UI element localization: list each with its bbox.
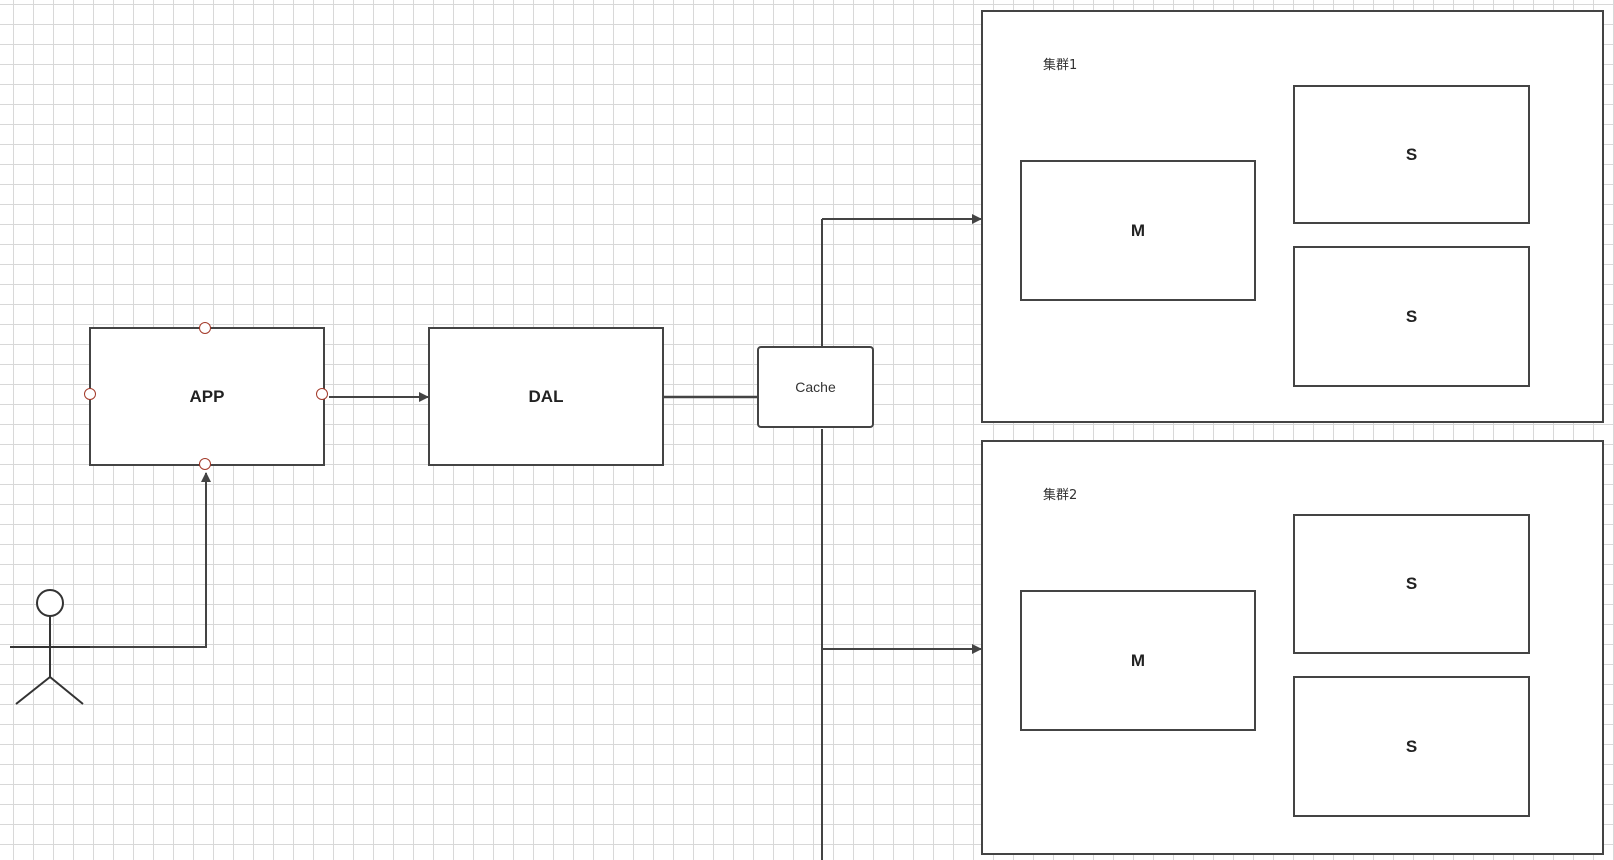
cluster-2-master-label: M [1130, 650, 1146, 670]
cluster-2-slave-1-label: S [1405, 574, 1418, 593]
cluster-1-master-label: M [1130, 220, 1146, 240]
app-label: APP [189, 386, 225, 406]
cluster-2-slave-1-node[interactable]: S [1293, 514, 1530, 654]
cache-node[interactable]: Cache [757, 346, 874, 428]
cluster-2-slave-2-label: S [1405, 736, 1418, 756]
edge-user-to-app [88, 472, 211, 648]
cluster-1-slave-1-label: S [1405, 144, 1418, 164]
cluster-1-slave-1-node[interactable]: S [1293, 85, 1530, 224]
cluster-1-title: 集群1 [1043, 58, 1078, 73]
dal-label: DAL [528, 386, 564, 406]
app-handle-top[interactable] [199, 322, 211, 334]
app-handle-right[interactable] [316, 388, 328, 400]
cluster-2-slave-2-node[interactable]: S [1293, 676, 1530, 817]
app-handle-bottom[interactable] [199, 458, 211, 470]
user-actor-icon [10, 589, 90, 705]
cluster-2-title: 集群2 [1043, 488, 1078, 503]
cluster-1-slave-2-node[interactable]: S [1293, 246, 1530, 387]
app-handle-left[interactable] [84, 388, 96, 400]
cache-label: Cache [795, 379, 836, 395]
app-node[interactable]: APP [89, 327, 325, 466]
cluster-1-slave-2-label: S [1405, 306, 1418, 326]
dal-node[interactable]: DAL [428, 327, 664, 466]
cluster-1-master-node[interactable]: M [1020, 160, 1256, 301]
cluster-2-master-node[interactable]: M [1020, 590, 1256, 731]
